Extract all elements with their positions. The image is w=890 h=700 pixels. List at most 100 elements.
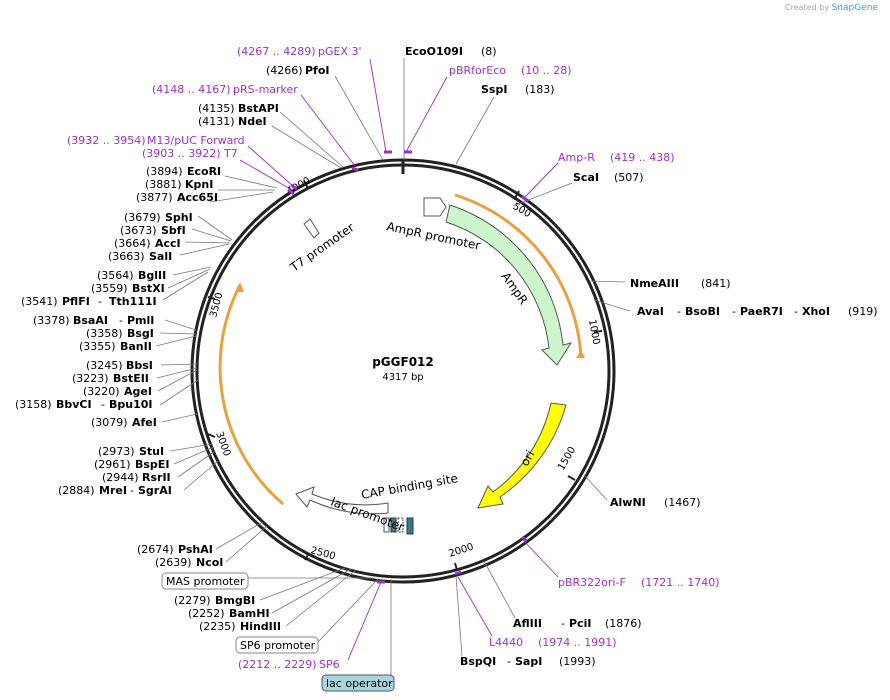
primer-leader-lines	[239, 58, 559, 661]
site-tth111i-name: Tth111I	[109, 295, 157, 308]
ampr-promoter-arrow	[423, 197, 447, 217]
site-bmgbi-name: BmgBI	[215, 594, 255, 607]
mas-promoter-box: MAS promoter	[161, 572, 249, 590]
site-sbfi-name: SbfI	[161, 224, 186, 237]
tick-3500	[207, 296, 216, 300]
site-sali-pos: (3663)	[108, 250, 145, 263]
site-bglii-name: BglII	[138, 269, 166, 282]
plasmid-name: pGGF012	[372, 355, 434, 369]
lac-operator-box	[383, 517, 390, 533]
site-stui-name: StuI	[139, 445, 164, 458]
site-bspei-name: BspEI	[135, 458, 169, 471]
primer-l4440-range: (1974 .. 1991)	[538, 636, 617, 649]
lac-operator-label-box: lac operator	[321, 674, 395, 692]
site-mrei-pos: (2884)	[58, 484, 95, 497]
primer-m13puc-range: (3932 .. 3954)	[67, 134, 146, 147]
site-acci-pos: (3664)	[114, 237, 151, 250]
site-bstxi-pos: (3559)	[91, 282, 128, 295]
site-alwni-name: AlwNI	[610, 496, 646, 509]
cap-box-2	[397, 517, 404, 533]
site-acci-name: AccI	[155, 237, 181, 250]
tick-2500	[304, 552, 310, 561]
site-pshai-name: PshAI	[178, 543, 213, 556]
sp6-promoter-label: SP6 promoter	[240, 639, 316, 652]
svg-text:-: -	[561, 617, 565, 630]
primer-l4440-name: L4440	[489, 636, 523, 649]
site-kpni-name: KpnI	[185, 178, 213, 191]
primer-pbr322ori-range: (1721 .. 1740)	[641, 576, 720, 589]
primer-t7-name: T7	[223, 147, 238, 160]
site-hindiii-pos: (2235)	[199, 620, 236, 633]
site-kpni-pos: (3881)	[145, 178, 182, 191]
site-ncoi-pos: (2639)	[155, 556, 192, 569]
site-ecori-pos: (3894)	[146, 165, 183, 178]
site-ncoi-name: NcoI	[196, 556, 223, 569]
site-bbvci-pos: (3158)	[15, 398, 52, 411]
site-bsobi-name: BsoBI	[685, 305, 720, 318]
left-orf-arc	[218, 284, 284, 506]
site-bsteii-name: BstEII	[113, 372, 149, 385]
site-bstapi-pos: (4135)	[198, 102, 235, 115]
primer-pbrforeco-name: pBRforEco	[449, 64, 506, 77]
site-acc65i-name: Acc65I	[177, 191, 218, 204]
tick-marks	[207, 180, 603, 571]
site-sspi-pos: (183)	[525, 83, 555, 96]
site-sali-name: SalI	[149, 250, 172, 263]
site-bbvci-name: BbvCI	[56, 398, 92, 411]
site-bsaai-name: BsaAI	[73, 314, 108, 327]
tick-4000	[303, 180, 309, 189]
t7-promoter-label: T7 promoter	[287, 220, 357, 275]
lac-operator-label: lac operator	[326, 677, 393, 690]
site-avai-name: AvaI	[637, 305, 664, 318]
site-bspqi-pos: (1993)	[559, 655, 596, 668]
primer-prsmarker-range: (4148 .. 4167)	[152, 83, 231, 96]
site-pshai-pos: (2674)	[137, 543, 174, 556]
site-paer7i-name: PaeR7I	[740, 305, 783, 318]
primer-m13puc-name: M13/pUC Forward	[147, 134, 245, 147]
tick-2000	[454, 562, 458, 571]
svg-text:-: -	[119, 314, 123, 327]
site-ecori-name: EcoRI	[187, 165, 221, 178]
site-afei-name: AfeI	[132, 416, 157, 429]
site-ndei-pos: (4131)	[198, 115, 235, 128]
primer-pbrforeco-range: (10 .. 28)	[521, 64, 572, 77]
primer-sp6-name: SP6	[319, 658, 340, 671]
site-agei-pos: (3220)	[83, 385, 120, 398]
snapgene-credit: Created by SnapGene	[785, 3, 878, 13]
site-pflfi-name: PflFI	[62, 295, 90, 308]
t7-promoter-arrow	[303, 218, 320, 239]
site-sgrai-name: SgrAI	[138, 484, 172, 497]
cap-binding-site-label: CAP binding site	[360, 471, 459, 502]
site-bamhi-name: BamHI	[229, 607, 270, 620]
tick-label-1000: 1000	[586, 319, 601, 346]
credit-brand: SnapGene	[831, 3, 878, 13]
site-sbfi-pos: (3673)	[120, 224, 157, 237]
site-bsaai-pos: (3378)	[33, 314, 70, 327]
site-bsteii-pos: (3223)	[72, 372, 109, 385]
site-agei-name: AgeI	[124, 385, 152, 398]
svg-text:-: -	[677, 305, 681, 318]
site-afliii-name: AflIII	[513, 617, 542, 630]
tick-label-2000: 2000	[448, 542, 476, 560]
site-mrei-name: MreI	[99, 484, 127, 497]
tick-1000	[593, 330, 603, 333]
site-bbsi-name: BbsI	[126, 359, 153, 372]
site-bmgbi-pos: (2279)	[174, 594, 211, 607]
primer-t7-range: (3903 .. 3922)	[142, 147, 221, 160]
site-hindiii-name: HindIII	[240, 620, 281, 633]
site-banii-name: BanII	[120, 340, 152, 353]
site-afei-pos: (3079)	[91, 416, 128, 429]
svg-text:-: -	[732, 305, 736, 318]
site-bsgi-name: BsgI	[127, 327, 154, 340]
tick-label-3000: 3000	[213, 430, 232, 458]
site-pflfi-pos: (3541)	[21, 295, 58, 308]
site-bamhi-pos: (2252)	[188, 607, 225, 620]
site-bspei-pos: (2961)	[94, 458, 131, 471]
site-bglii-pos: (3564)	[97, 269, 134, 282]
svg-text:-: -	[98, 295, 102, 308]
ampr-feature-arrow	[445, 204, 573, 366]
site-pfoi-name: PfoI	[305, 64, 330, 77]
site-acc65i-pos: (3877)	[136, 191, 173, 204]
site-scai-pos: (507)	[614, 171, 644, 184]
left-orf-arrowhead	[236, 282, 244, 292]
